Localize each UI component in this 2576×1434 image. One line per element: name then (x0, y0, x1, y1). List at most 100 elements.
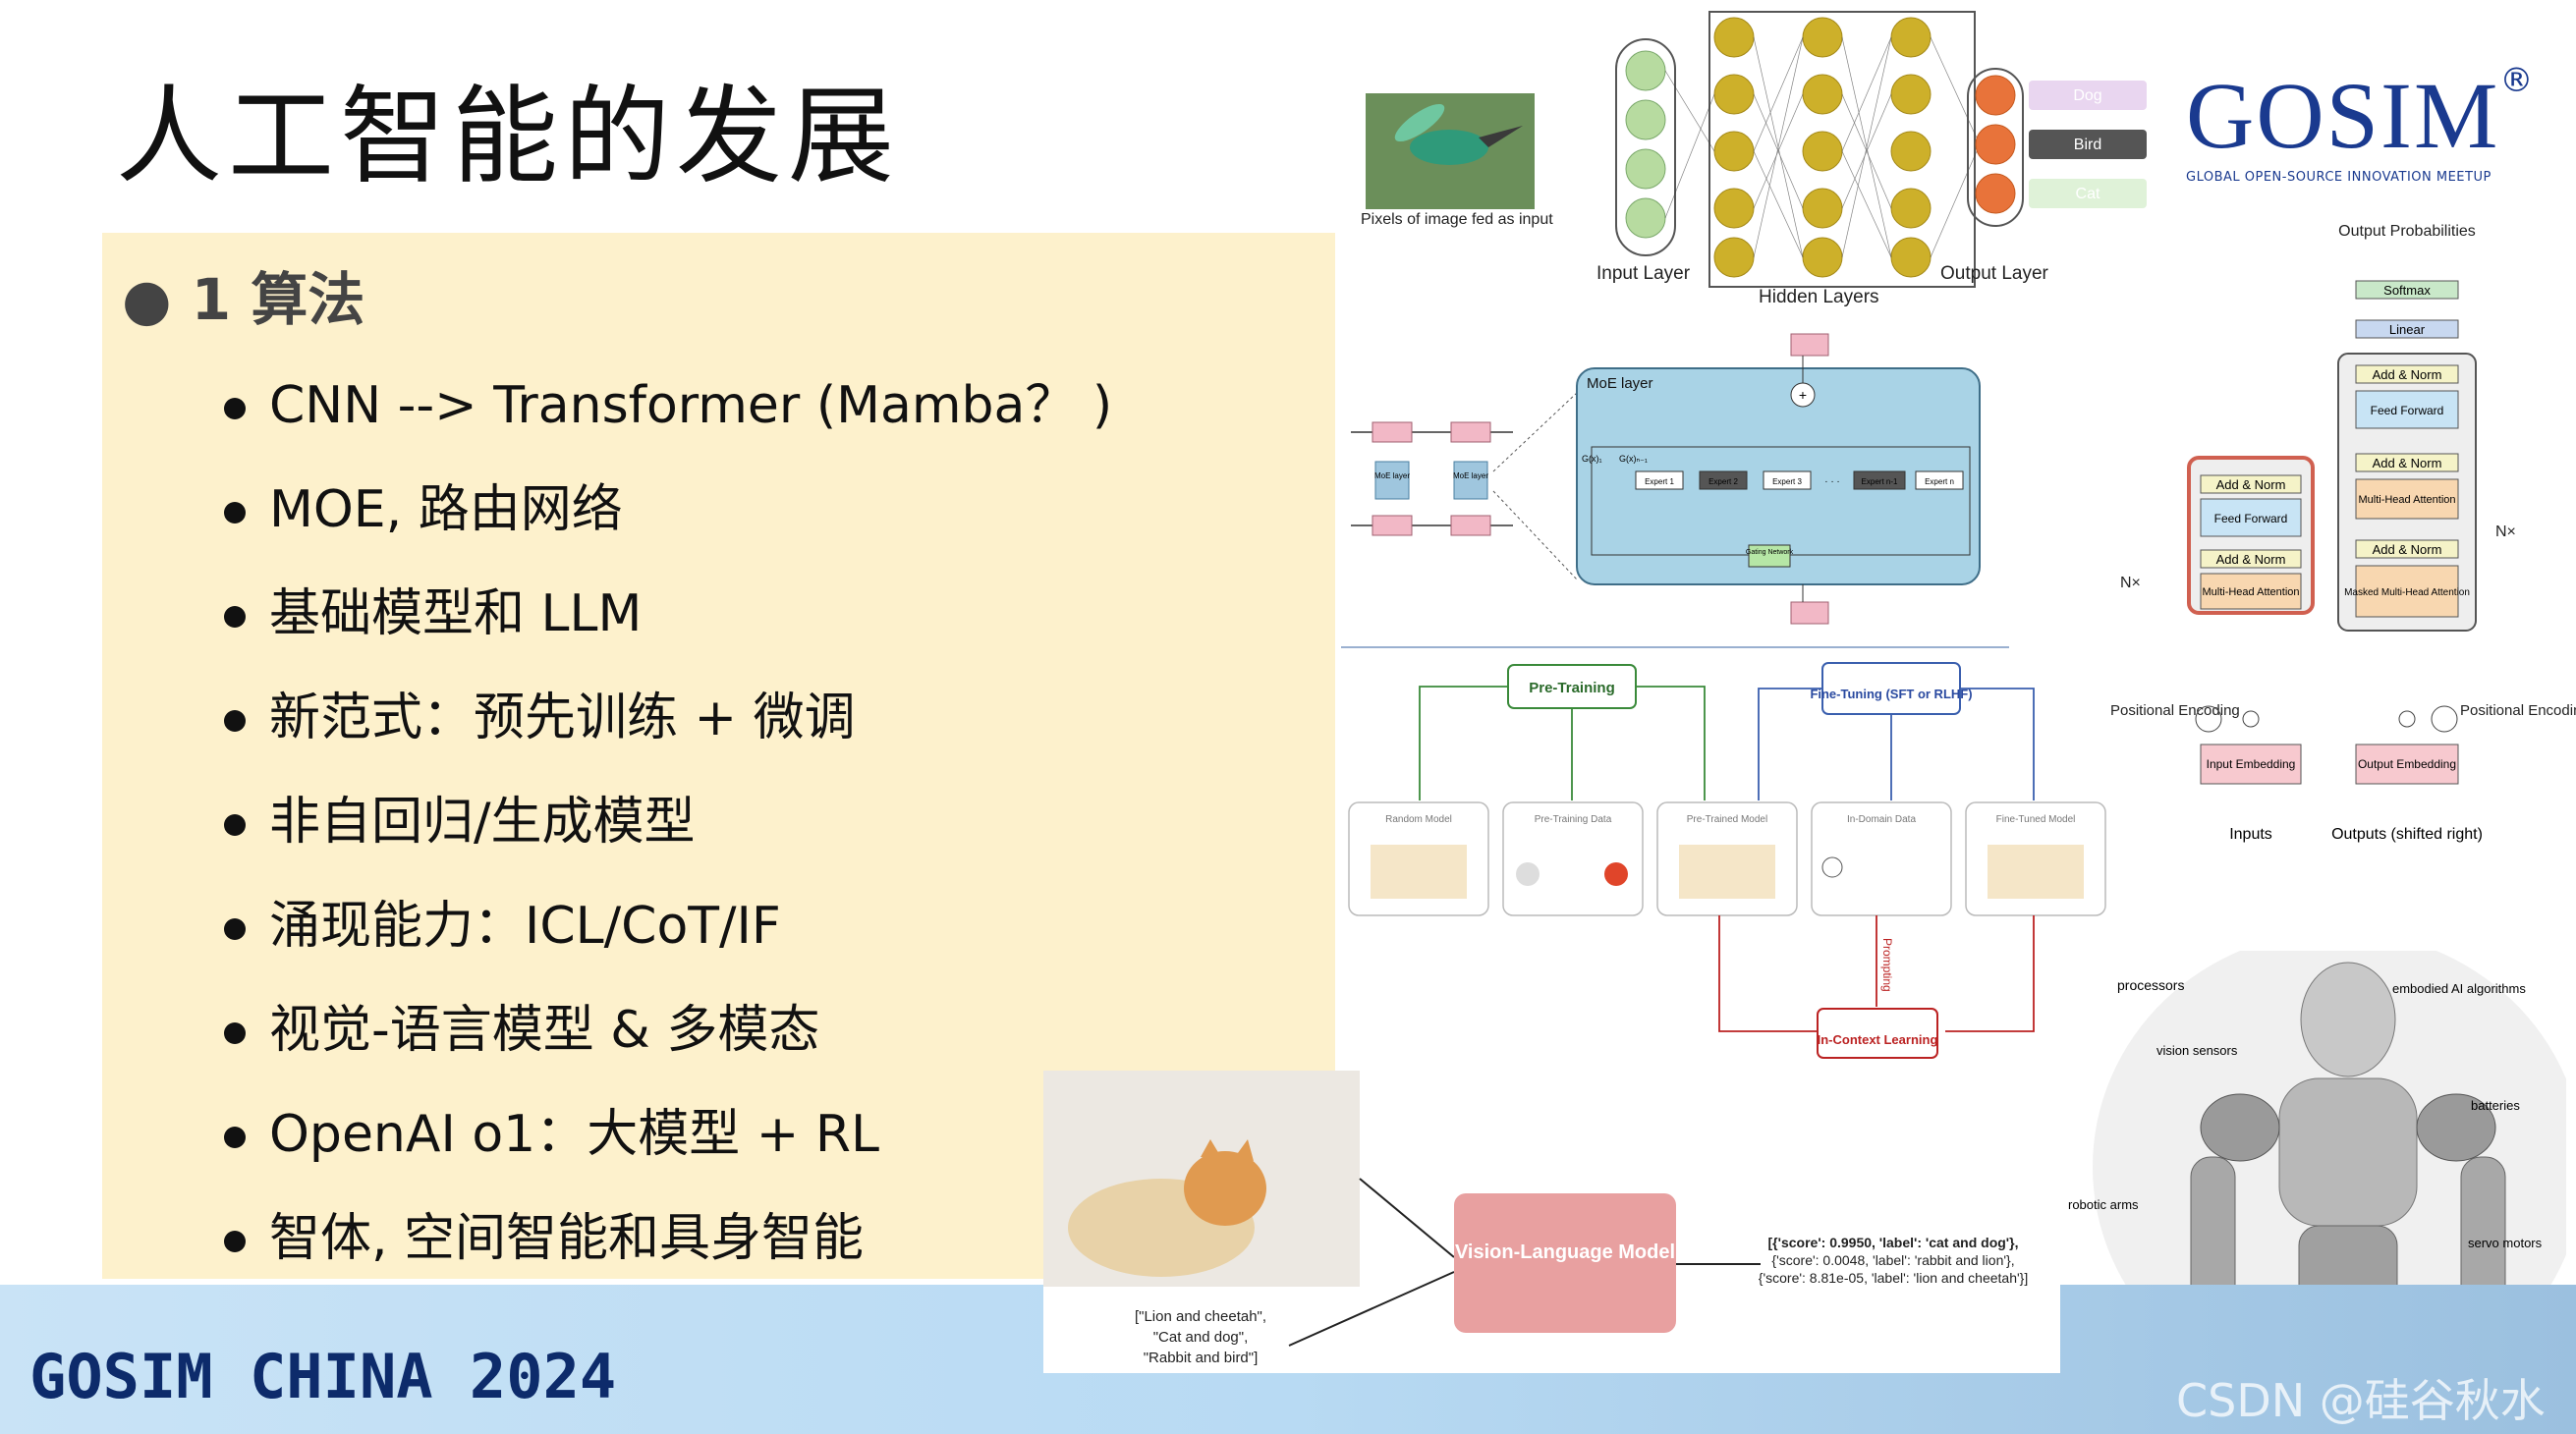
box-label: Random Model (1385, 814, 1452, 825)
logo-name: GOSIM (2186, 63, 2500, 168)
neural-network-figure: Pixels of image fed as input Dog Bird Ca… (1341, 0, 2186, 314)
bullet-dot (224, 1231, 246, 1252)
vlm-figure: Vision-Language Model ["Lion and cheetah… (1043, 1071, 2060, 1373)
bullet-dot (224, 398, 246, 419)
bullet-text: 新范式：预先训练 + 微调 (269, 689, 856, 747)
feed-forward-label: Feed Forward (2371, 404, 2444, 417)
gating-network-label: Gating Network (1746, 549, 1794, 556)
nx-label: N× (2120, 575, 2141, 591)
add-norm-label: Add & Norm (2373, 542, 2442, 557)
box-label: Pre-Trained Model (1687, 814, 1767, 825)
masked-mha-label: Masked Multi-Head Attention (2344, 587, 2470, 598)
add-norm-label: Add & Norm (2373, 367, 2442, 382)
expert-label: Expert 1 (1645, 477, 1674, 486)
outputs-label: Outputs (shifted right) (2331, 826, 2483, 843)
gosim-logo: GOSIM® GLOBAL OPEN-SOURCE INNOVATION MEE… (2186, 61, 2533, 185)
output-embedding-label: Output Embedding (2358, 757, 2456, 771)
logo-wordmark: GOSIM® (2186, 61, 2533, 170)
fine-tuning-label: Fine-Tuning (SFT or RLHF) (1810, 687, 1972, 701)
bullet-item: MOE, 路由网络 (224, 468, 623, 541)
nx-label: N× (2495, 524, 2516, 540)
bullet-text: MOE, 路由网络 (269, 480, 623, 539)
bullet-dot (224, 1127, 246, 1148)
box-label: In-Domain Data (1847, 814, 1916, 825)
bullet-item: CNN --> Transformer (Mamba？ ) (224, 363, 1112, 437)
bullet-dot (224, 814, 246, 836)
svg-text:+: + (1799, 387, 1807, 403)
bullet-item: 基础模型和 LLM (224, 572, 642, 645)
bullet-text: 非自回归/生成模型 (269, 793, 696, 852)
pretrain-finetune-figure: Pre-Training Fine-Tuning (SFT or RLHF) R… (1341, 643, 2107, 1066)
pre-training-label: Pre-Training (1529, 680, 1615, 696)
add-norm-label: Add & Norm (2216, 477, 2286, 492)
pos-enc-label: Positional Encoding (2110, 702, 2240, 719)
vlm-score-line: [{'score': 0.9950, 'label': 'cat and dog… (1768, 1235, 2019, 1250)
prompting-label: Prompting (1880, 938, 1894, 992)
softmax-label: Softmax (2383, 283, 2431, 298)
expert-label: · · · (1824, 476, 1840, 487)
box-label: Pre-Training Data (1535, 814, 1612, 825)
nn-class-cat: Cat (2076, 186, 2100, 202)
bullet-dot (224, 710, 246, 732)
vlm-model-label: Vision-Language Model (1455, 1241, 1675, 1263)
box-label: Fine-Tuned Model (1996, 814, 2076, 825)
bullet-text: 基础模型和 LLM (269, 584, 643, 643)
nn-caption: Pixels of image fed as input (1361, 211, 1553, 228)
bullet-dot (224, 1022, 246, 1044)
small-moe-label: MoE layer (1374, 471, 1410, 480)
vlm-label-line: ["Lion and cheetah", (1135, 1308, 1266, 1325)
small-moe-label: MoE layer (1453, 471, 1488, 480)
vlm-label-line: "Cat and dog", (1153, 1329, 1249, 1346)
robot-label-batteries: batteries (2471, 1098, 2520, 1113)
bullet-item: 视觉-语言模型 & 多模态 (224, 988, 819, 1062)
add-norm-label: Add & Norm (2373, 456, 2442, 470)
bullet-text: CNN --> Transformer (Mamba？ ) (269, 376, 1113, 435)
moe-figure: MoE layer MoE layer MoE layer + G(x)₁ G(… (1341, 324, 2009, 636)
robot-label-vision: vision sensors (2156, 1043, 2238, 1058)
bullet-dot (224, 502, 246, 524)
inputs-label: Inputs (2229, 826, 2272, 843)
transformer-figure: Output Probabilities Softmax Linear Add … (2110, 214, 2576, 872)
slide-title: 人工智能的发展 (116, 76, 901, 198)
vlm-score-line: {'score': 8.81e-05, 'label': 'lion and c… (1759, 1270, 2028, 1286)
bullet-text: OpenAI o1：大模型 + RL (269, 1105, 879, 1164)
vlm-score-line: {'score': 0.0048, 'label': 'rabbit and l… (1771, 1252, 2014, 1268)
expert-label: Expert 3 (1772, 477, 1802, 486)
vlm-label-line: "Rabbit and bird"] (1144, 1350, 1259, 1366)
input-embedding-label: Input Embedding (2207, 757, 2296, 771)
mha-label: Multi-Head Attention (2358, 494, 2455, 506)
bullet-text: 智体, 空间智能和具身智能 (269, 1209, 865, 1268)
output-probs-label: Output Probabilities (2338, 223, 2476, 240)
footer-title: GOSIM CHINA 2024 (29, 1341, 617, 1412)
bullet-dot (224, 918, 246, 940)
nn-class-dog: Dog (2073, 87, 2101, 104)
expert-label: Expert n (1925, 477, 1954, 486)
bullet-item: OpenAI o1：大模型 + RL (224, 1092, 879, 1166)
mha-label: Multi-Head Attention (2202, 586, 2299, 598)
bullet-item: 涌现能力：ICL/CoT/IF (224, 884, 781, 958)
feed-forward-label: Feed Forward (2214, 512, 2288, 525)
input-layer-label: Input Layer (1596, 263, 1691, 284)
hidden-layers-label: Hidden Layers (1759, 287, 1879, 307)
expert-label: Expert 2 (1708, 477, 1738, 486)
add-norm-label: Add & Norm (2216, 552, 2286, 567)
bullet-item: 智体, 空间智能和具身智能 (224, 1196, 864, 1270)
bullet-text: 涌现能力：ICL/CoT/IF (269, 897, 781, 956)
watermark: CSDN @硅谷秋水 (2176, 1374, 2546, 1427)
robot-label-processors: processors (2117, 977, 2184, 993)
logo-registered: ® (2499, 61, 2534, 100)
robot-label-servo: servo motors (2468, 1236, 2543, 1250)
expert-label: Expert n-1 (1862, 477, 1898, 486)
level1-heading: ● 1 算法 (122, 266, 365, 333)
nn-class-bird: Bird (2074, 137, 2101, 153)
moe-title: MoE layer (1587, 375, 1653, 392)
pos-enc-label: Positional Encoding (2460, 702, 2576, 719)
bullet-item: 新范式：预先训练 + 微调 (224, 676, 856, 749)
linear-label: Linear (2389, 322, 2426, 337)
robot-label-arms: robotic arms (2068, 1197, 2139, 1212)
gn-label: G(x)ₙ₋₁ (1619, 454, 1648, 464)
robot-label-embodied: embodied AI algorithms (2392, 981, 2526, 996)
logo-tagline: GLOBAL OPEN-SOURCE INNOVATION MEETUP (2186, 170, 2492, 185)
icl-label: In-Context Learning (1818, 1032, 1938, 1047)
output-layer-label: Output Layer (1940, 263, 2049, 284)
